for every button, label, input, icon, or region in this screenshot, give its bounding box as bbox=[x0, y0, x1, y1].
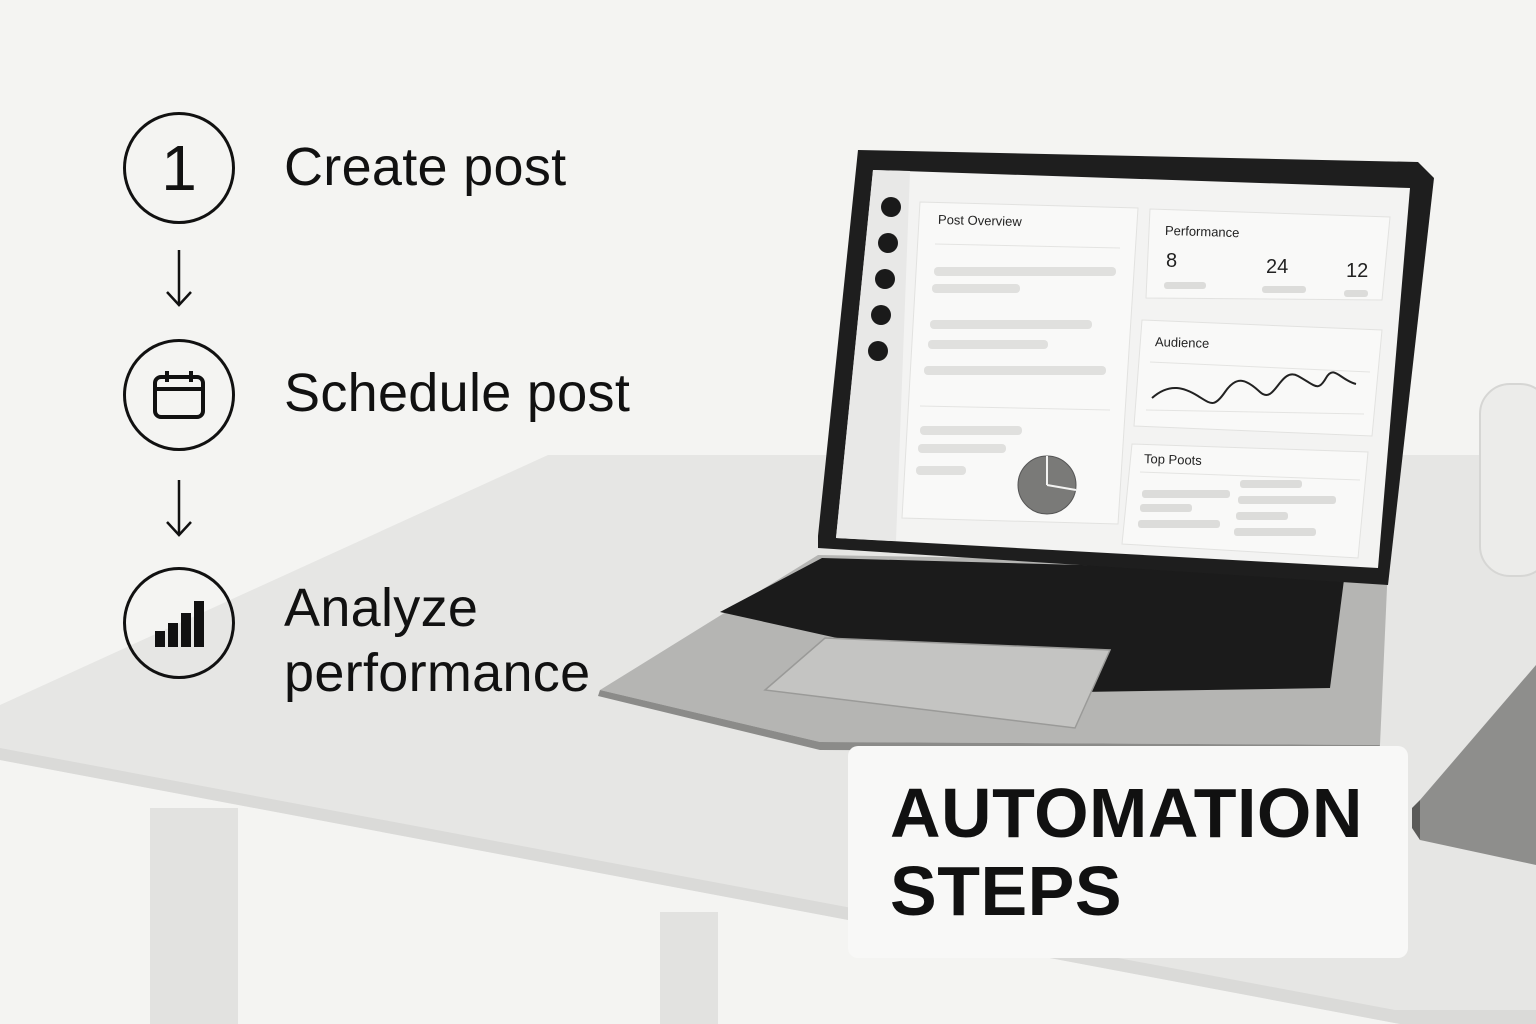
badge-line-2: STEPS bbox=[890, 852, 1123, 931]
performance-title: Performance bbox=[1164, 222, 1240, 241]
trackpad bbox=[763, 637, 1112, 729]
panel-post-overview bbox=[901, 201, 1139, 525]
performance-value-3: 12 bbox=[1346, 260, 1369, 282]
sidebar-icon-5 bbox=[868, 341, 888, 361]
sidebar-icon-1 bbox=[881, 197, 901, 217]
steps-list: 1 Create post Schedule post bbox=[0, 0, 700, 720]
step-1-icon: 1 bbox=[123, 112, 235, 224]
step-3-label-line2: performance bbox=[284, 643, 591, 703]
sidebar-icon-2 bbox=[878, 233, 898, 253]
badge-line-1: AUTOMATION bbox=[890, 774, 1363, 852]
arrow-down-icon bbox=[166, 480, 192, 537]
audience-title: Audience bbox=[1154, 334, 1210, 351]
top-posts-title: Top Poots bbox=[1143, 451, 1203, 468]
step-3-label-line1: Analyze bbox=[284, 578, 479, 638]
audience-line bbox=[1151, 371, 1357, 404]
notebook bbox=[1420, 665, 1536, 865]
desk-leg-right bbox=[660, 912, 718, 1024]
post-overview-title: Post Overview bbox=[937, 211, 1022, 230]
panel-performance bbox=[1145, 208, 1391, 301]
step-2-label: Schedule post bbox=[284, 363, 631, 423]
desk-leg-left bbox=[150, 808, 238, 1024]
performance-value-2: 24 bbox=[1266, 256, 1289, 278]
performance-value-1: 8 bbox=[1166, 250, 1178, 272]
keyboard bbox=[720, 558, 1345, 692]
arrow-down-icon bbox=[166, 250, 192, 307]
calendar-icon bbox=[123, 339, 235, 451]
sidebar-icon-4 bbox=[871, 305, 891, 325]
step-1-number: 1 bbox=[161, 132, 197, 204]
automation-steps-badge: AUTOMATION STEPS bbox=[848, 746, 1408, 958]
panel-audience bbox=[1133, 319, 1383, 437]
bar-chart-icon bbox=[123, 567, 235, 679]
sidebar-icon-3 bbox=[875, 269, 895, 289]
mug bbox=[1479, 383, 1536, 577]
step-1-label: Create post bbox=[284, 137, 567, 197]
